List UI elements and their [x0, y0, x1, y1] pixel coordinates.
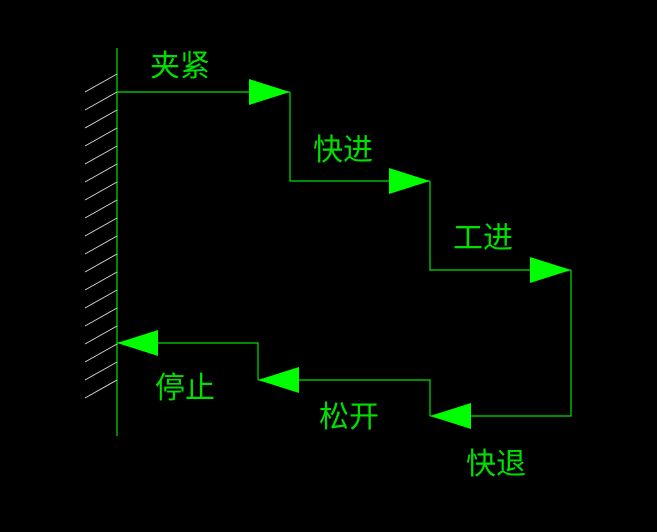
hatch-stroke [84, 325, 118, 345]
release-arrowhead [258, 367, 299, 393]
hatch-stroke [84, 127, 118, 147]
work-feed-arrowhead [530, 257, 571, 283]
hatch-stroke [84, 343, 118, 363]
release-path [258, 379, 431, 416]
hatch-stroke [84, 361, 118, 381]
rapid-return-arrowhead [430, 403, 471, 429]
work-feed-label: 工进 [453, 221, 513, 256]
rapid-advance-arrowhead [389, 168, 430, 194]
stop-path [117, 342, 259, 380]
hatch-stroke [84, 73, 118, 93]
hatch-stroke [84, 109, 118, 129]
stop-arrowhead [117, 330, 158, 356]
clamp-label: 夹紧 [150, 49, 210, 84]
hatch-stroke [84, 199, 118, 219]
hatch-stroke [84, 181, 118, 201]
hatch-stroke [84, 307, 118, 327]
hatch-stroke [84, 145, 118, 165]
clamp-arrowhead [249, 79, 290, 105]
fixed-wall [84, 48, 118, 436]
rapid-advance-label: 快进 [313, 133, 373, 168]
rapid-return-path [430, 270, 572, 417]
hatch-stroke [84, 217, 118, 237]
stop-label: 停止 [155, 371, 215, 406]
hatch-stroke [84, 91, 118, 111]
rapid-return-label: 快退 [466, 447, 526, 482]
work-feed-path [429, 181, 571, 271]
hatch-stroke [84, 253, 118, 273]
wall-hatching [84, 73, 118, 399]
rapid-advance-path [289, 92, 430, 182]
hatch-stroke [84, 379, 118, 399]
hatch-stroke [84, 289, 118, 309]
hatch-stroke [84, 163, 118, 183]
release-label: 松开 [319, 400, 379, 435]
hatch-stroke [84, 271, 118, 291]
hatch-stroke [84, 235, 118, 255]
